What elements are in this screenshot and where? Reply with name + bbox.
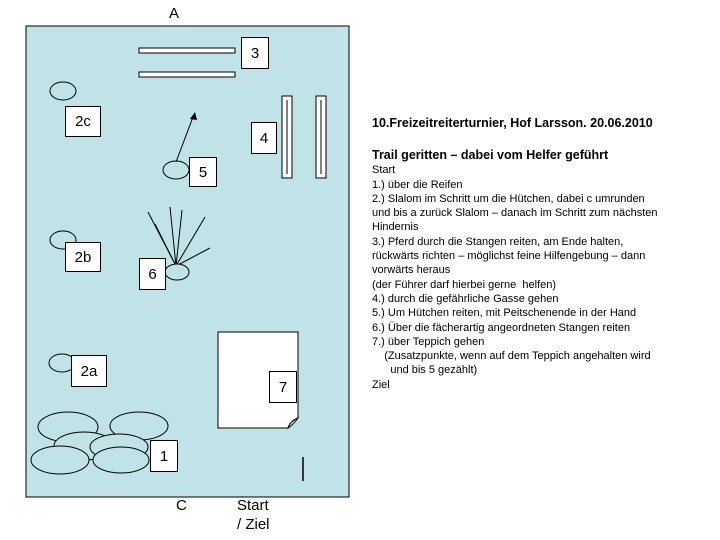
course-step-line: Hindernis (372, 221, 419, 234)
course-step-line: vorwärts heraus (372, 264, 451, 277)
course-step-line: 6.) Über die fächerartig angeordneten St… (372, 321, 631, 334)
marker-2c: 2c (65, 106, 101, 137)
course-step-line: 7.) über Teppich gehen (372, 335, 485, 348)
start-finish-label: Start / Ziel (237, 496, 270, 534)
cone-2c (49, 81, 77, 101)
arena-letter-c: C (176, 497, 187, 514)
obstacle-3-poles (138, 47, 236, 78)
course-step-line: und bis a zurück Slalom – danach im Schr… (372, 207, 658, 220)
course-step-line: 3.) Pferd durch die Stangen reiten, am E… (372, 235, 624, 248)
course-subtitle: Trail geritten – dabei vom Helfer geführ… (372, 148, 609, 163)
marker-2b: 2b (65, 242, 101, 272)
event-title: 10.Freizeitreiterturnier, Hof Larsson. 2… (372, 116, 653, 130)
start-label: Start (237, 497, 269, 514)
course-step-line: 4.) durch die gefährliche Gasse gehen (372, 292, 559, 305)
obstacle-6-fan-poles (147, 206, 211, 281)
course-step-line: 5.) Um Hütchen reiten, mit Peitschenende… (372, 307, 637, 320)
course-step-line: 1.) über die Reifen (372, 178, 463, 191)
obstacle-4-poles (281, 95, 327, 179)
marker-4: 4 (251, 122, 277, 154)
marker-2a: 2a (71, 355, 107, 387)
course-step-line: (Zusatzpunkte, wenn auf dem Teppich ange… (372, 350, 651, 363)
course-step-line: Start (372, 164, 396, 177)
obstacle-1-tyres (30, 411, 169, 475)
finish-label: / Ziel (237, 516, 270, 533)
obstacle-7-carpet (217, 331, 300, 429)
course-step-line: und bis 5 gezählt) (372, 364, 478, 377)
marker-5: 5 (189, 157, 217, 187)
course-step-line: (der Führer darf hierbei gerne helfen) (372, 278, 557, 291)
arena-letter-a: A (169, 5, 180, 22)
course-step-line: Ziel (372, 378, 390, 391)
marker-7: 7 (269, 371, 297, 403)
course-step-line: rückwärts richten – möglichst feine Hilf… (372, 250, 646, 263)
marker-3: 3 (241, 37, 269, 69)
course-step-line: 2.) Slalom im Schritt um die Hütchen, da… (372, 192, 645, 205)
course-description: 10.Freizeitreiterturnier, Hof Larsson. 2… (372, 116, 712, 392)
marker-1: 1 (150, 440, 178, 472)
marker-6: 6 (139, 258, 166, 290)
